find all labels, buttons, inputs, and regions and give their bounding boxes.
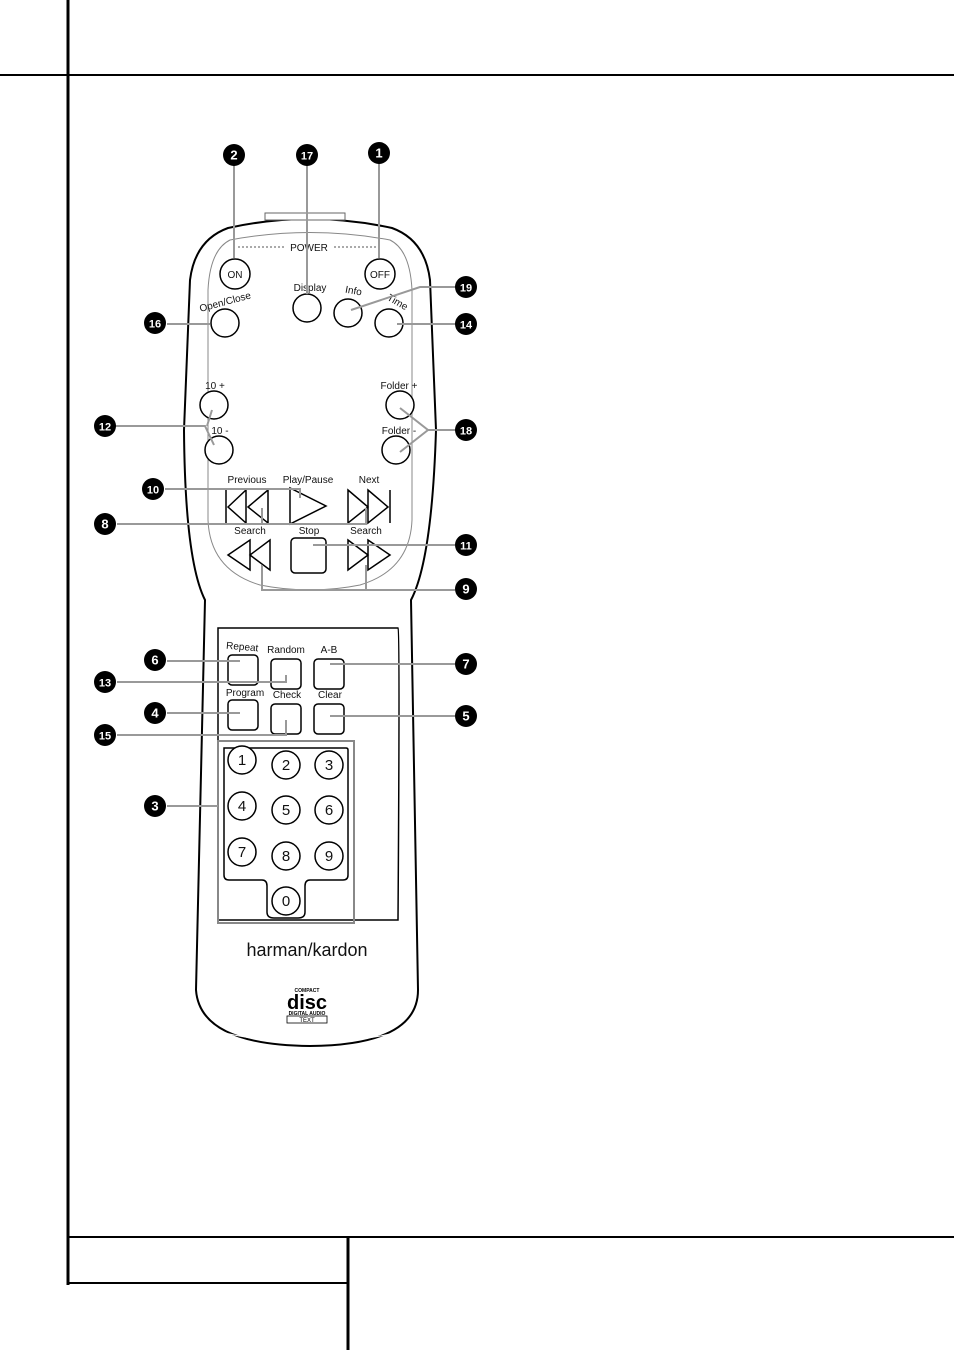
keypad-key-3[interactable]: 3 [315, 751, 343, 779]
callout-2: 2 [223, 144, 245, 166]
previous-label: Previous [228, 475, 267, 486]
ten-plus-button[interactable]: 10 + [200, 381, 228, 419]
off-label: OFF [370, 270, 390, 281]
callout-number: 13 [99, 678, 111, 690]
compact-disc-logo: COMPACT disc DIGITAL AUDIO TEXT [287, 988, 327, 1024]
keypad-key-0[interactable]: 0 [272, 887, 300, 915]
keypad-key-label: 9 [325, 848, 333, 865]
callout-number: 16 [149, 319, 161, 331]
clear-label: Clear [318, 690, 343, 701]
keypad-key-label: 5 [282, 802, 290, 819]
keypad-key-label: 2 [282, 757, 290, 774]
callout-number: 11 [460, 541, 472, 553]
folder-plus-label: Folder + [381, 381, 418, 392]
callout-5: 5 [455, 705, 477, 727]
keypad-key-label: 1 [238, 752, 246, 769]
keypad-key-label: 3 [325, 757, 333, 774]
callout-6: 6 [144, 649, 166, 671]
callout-13: 13 [94, 671, 116, 693]
keypad-key-label: 8 [282, 848, 290, 865]
logo-text: TEXT [299, 1018, 315, 1024]
on-label: ON [228, 270, 243, 281]
brand-logo: harman/kardon [246, 940, 367, 960]
callout-8: 8 [94, 513, 116, 535]
program-button[interactable] [228, 700, 258, 730]
ten-plus-label: 10 + [205, 381, 225, 392]
callout-number: 7 [462, 657, 469, 672]
power-label: POWER [290, 243, 328, 254]
keypad-key-4[interactable]: 4 [228, 792, 256, 820]
program-label: Program [226, 688, 264, 699]
callout-12: 12 [94, 415, 116, 437]
check-label: Check [273, 690, 302, 701]
callout-17: 17 [296, 144, 318, 166]
keypad-key-1[interactable]: 1 [228, 746, 256, 774]
callout-number: 3 [151, 799, 158, 814]
callout-number: 4 [151, 706, 159, 721]
callout-7: 7 [455, 653, 477, 675]
keypad-key-label: 4 [238, 798, 246, 815]
callout-number: 18 [460, 426, 472, 438]
keypad-key-2[interactable]: 2 [272, 751, 300, 779]
callout-14: 14 [455, 313, 477, 335]
play-pause-label: Play/Pause [283, 475, 334, 486]
callout-number: 14 [460, 320, 473, 332]
callout-3: 3 [144, 795, 166, 817]
stop-label: Stop [299, 526, 320, 537]
callout-9: 9 [455, 578, 477, 600]
keypad-key-8[interactable]: 8 [272, 842, 300, 870]
callout-number: 8 [101, 517, 108, 532]
keypad-key-label: 7 [238, 844, 246, 861]
callout-18: 18 [455, 419, 477, 441]
callout-11: 11 [455, 534, 477, 556]
folder-minus-label: Folder - [382, 426, 416, 437]
random-label: Random [267, 645, 305, 656]
callout-4: 4 [144, 702, 166, 724]
callout-number: 1 [375, 146, 382, 161]
ab-label: A-B [321, 645, 338, 656]
clear-button[interactable] [314, 704, 344, 734]
stop-button[interactable] [291, 538, 326, 573]
repeat-button[interactable] [228, 655, 258, 685]
keypad-key-9[interactable]: 9 [315, 842, 343, 870]
next-label: Next [359, 475, 380, 486]
keypad-key-5[interactable]: 5 [272, 796, 300, 824]
keypad-key-7[interactable]: 7 [228, 838, 256, 866]
callout-number: 6 [151, 653, 158, 668]
display-label: Display [294, 283, 327, 294]
callout-number: 19 [460, 283, 472, 295]
callout-number: 12 [99, 422, 111, 434]
on-button[interactable]: ON [220, 259, 250, 289]
callout-number: 17 [301, 151, 313, 163]
random-button[interactable] [271, 659, 301, 689]
keypad-key-label: 0 [282, 893, 290, 910]
callout-number: 2 [230, 148, 237, 163]
callout-number: 9 [462, 582, 469, 597]
callout-number: 5 [462, 709, 469, 724]
callout-16: 16 [144, 312, 166, 334]
callout-number: 15 [99, 731, 111, 743]
off-button[interactable]: OFF [365, 259, 395, 289]
callout-1: 1 [368, 142, 390, 164]
callout-19: 19 [455, 276, 477, 298]
search-right-label: Search [350, 526, 382, 537]
remote-body [184, 213, 436, 1046]
callout-10: 10 [142, 478, 164, 500]
callout-number: 10 [147, 485, 159, 497]
keypad-key-6[interactable]: 6 [315, 796, 343, 824]
ten-minus-label: 10 - [211, 426, 228, 437]
keypad-key-label: 6 [325, 802, 333, 819]
search-left-label: Search [234, 526, 266, 537]
callout-15: 15 [94, 724, 116, 746]
